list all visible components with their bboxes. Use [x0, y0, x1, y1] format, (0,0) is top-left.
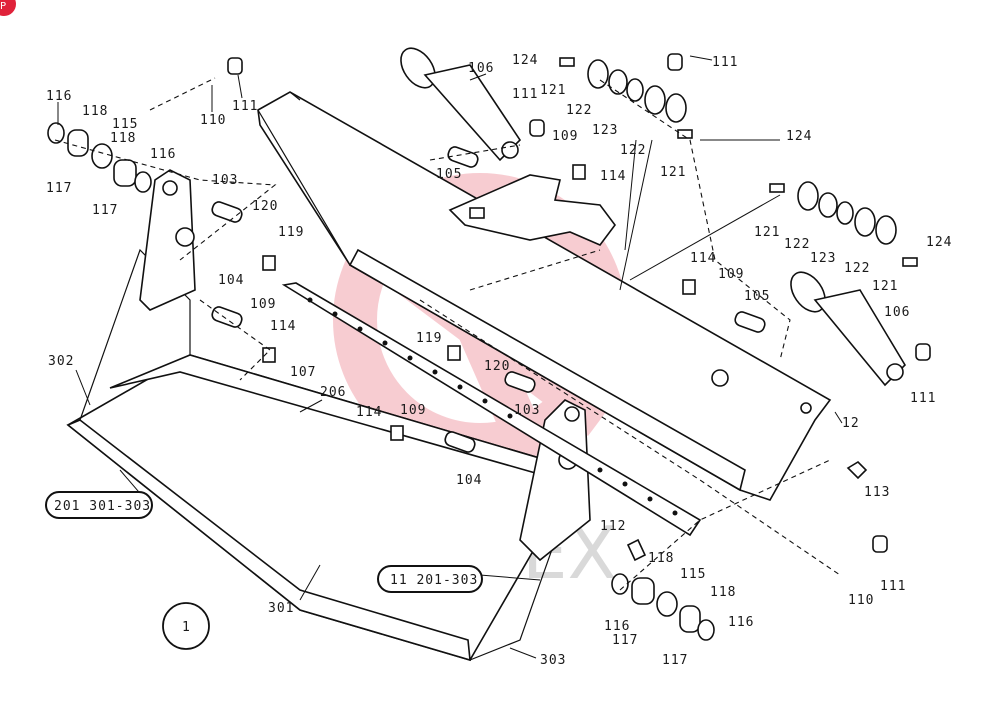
callout-110: 110 — [200, 113, 226, 128]
callout-120: 120 — [252, 199, 278, 214]
callout-117: 117 — [662, 653, 688, 668]
callout-114: 114 — [690, 251, 716, 266]
rear-frame-beam — [257, 91, 832, 501]
callout-114: 114 — [600, 169, 626, 184]
right-bushing-stack — [611, 573, 715, 641]
callout-121: 121 — [754, 225, 780, 240]
group-label-box-2 — [377, 565, 483, 593]
view-number-circle — [162, 602, 210, 650]
callout-117: 117 — [612, 633, 638, 648]
callout-114: 114 — [356, 405, 382, 420]
callout-301: 301 — [268, 601, 294, 616]
callout-303: 303 — [540, 653, 566, 668]
callout-116: 116 — [46, 89, 72, 104]
callout-103: 103 — [212, 173, 238, 188]
callout-111: 111 — [712, 55, 738, 70]
callout-103: 103 — [514, 403, 540, 418]
callout-123: 123 — [810, 251, 836, 266]
callout-118: 118 — [648, 551, 674, 566]
corner-logo-icon: P — [0, 0, 16, 16]
callout-112: 112 — [600, 519, 626, 534]
callout-118: 118 — [82, 104, 108, 119]
callout-206: 206 — [320, 385, 346, 400]
left-bushing-stack — [47, 122, 152, 193]
callout-122: 122 — [844, 261, 870, 276]
callout-118: 118 — [710, 585, 736, 600]
assembly-dashed-lines — [54, 77, 841, 591]
callout-109: 109 — [250, 297, 276, 312]
callout-106: 106 — [468, 61, 494, 76]
pins-and-bolts — [211, 53, 931, 562]
callout-111: 111 — [232, 99, 258, 114]
callout-114: 114 — [270, 319, 296, 334]
callout-104: 104 — [218, 273, 244, 288]
group-label-2: 11 201-303 — [390, 573, 478, 588]
callout-109: 109 — [718, 267, 744, 282]
callout-124: 124 — [786, 129, 812, 144]
svg-text:P: P — [0, 1, 6, 12]
callout-124: 124 — [512, 53, 538, 68]
callout-109: 109 — [400, 403, 426, 418]
callout-124: 124 — [926, 235, 952, 250]
callout-122: 122 — [566, 103, 592, 118]
group-label-1: 201 301-303 — [54, 499, 151, 514]
callout-115: 115 — [680, 567, 706, 582]
callout-119: 119 — [278, 225, 304, 240]
callout-118: 118 — [110, 131, 136, 146]
callout-302: 302 — [48, 354, 74, 369]
callout-12: 12 — [842, 416, 860, 431]
hydraulic-cylinder-left — [400, 47, 522, 162]
cutting-edge-107 — [281, 282, 702, 537]
view-number: 1 — [182, 620, 191, 635]
top-washer-stack — [587, 59, 687, 123]
callout-111: 111 — [910, 391, 936, 406]
group-label-box-1 — [45, 491, 153, 519]
callout-105: 105 — [436, 167, 462, 182]
callout-122: 122 — [620, 143, 646, 158]
callout-121: 121 — [872, 279, 898, 294]
callout-113: 113 — [864, 485, 890, 500]
callout-111: 111 — [880, 579, 906, 594]
callout-121: 121 — [540, 83, 566, 98]
callout-115: 115 — [112, 117, 138, 132]
callout-labels: 116 118 115 118 116 117 117 110 111 103 … — [46, 53, 952, 668]
callout-117: 117 — [92, 203, 118, 218]
callout-122: 122 — [784, 237, 810, 252]
callout-121: 121 — [660, 165, 686, 180]
right-washer-stack — [797, 181, 897, 245]
callout-104: 104 — [456, 473, 482, 488]
quick-coupler-hook — [448, 174, 616, 246]
callout-116: 116 — [150, 147, 176, 162]
callout-119: 119 — [416, 331, 442, 346]
callout-123: 123 — [592, 123, 618, 138]
callout-109: 109 — [552, 129, 578, 144]
callout-107: 107 — [290, 365, 316, 380]
callout-116: 116 — [728, 615, 754, 630]
callout-120: 120 — [484, 359, 510, 374]
leader-lines — [57, 55, 843, 659]
callout-110: 110 — [848, 593, 874, 608]
callout-105: 105 — [744, 289, 770, 304]
callout-106: 106 — [884, 305, 910, 320]
left-side-plate — [139, 169, 196, 311]
callout-111: 111 — [512, 87, 538, 102]
callout-116: 116 — [604, 619, 630, 634]
hydraulic-cylinder-right — [790, 271, 907, 387]
callout-117: 117 — [46, 181, 72, 196]
